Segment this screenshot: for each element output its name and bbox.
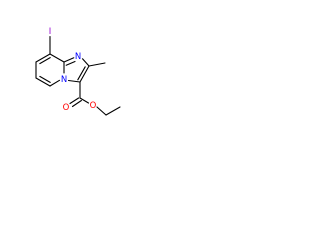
bond-c6-c5 xyxy=(35,77,51,87)
bond-c8-c7 xyxy=(35,53,51,63)
molecule-structure: I N N O O xyxy=(35,27,121,116)
bond-carbonyl-oester xyxy=(79,97,90,104)
bond-c5-n4 xyxy=(49,79,61,87)
bond-carbonyl-o-b xyxy=(71,99,82,108)
bond-c8a-n1 xyxy=(63,57,75,63)
bonds xyxy=(35,35,121,116)
iodine-label: I xyxy=(49,27,52,37)
nitrogen-ring-label: N xyxy=(75,52,81,62)
oxygen-carbonyl-label: O xyxy=(63,103,70,113)
bond-carbonyl-o-a xyxy=(69,97,80,105)
bond-c2-c3-double xyxy=(77,66,86,81)
oxygen-ester-label: O xyxy=(90,101,97,111)
bond-c8a-n1-double xyxy=(65,60,76,66)
atom-labels: I N N O O xyxy=(49,27,97,113)
bond-c2-methyl xyxy=(88,62,106,67)
nitrogen-bridge-label: N xyxy=(61,75,67,85)
bond-c8a-c8 xyxy=(49,53,65,63)
bond-c6-c5-inner xyxy=(39,75,51,83)
bond-oester-ch2 xyxy=(96,106,107,116)
bond-ch2-ch3 xyxy=(105,106,121,116)
bond-n1-c2 xyxy=(81,58,90,67)
bond-c2-c3 xyxy=(79,65,90,83)
bond-c3-n4 xyxy=(67,79,81,83)
bond-c8-c7-inner xyxy=(39,57,51,65)
